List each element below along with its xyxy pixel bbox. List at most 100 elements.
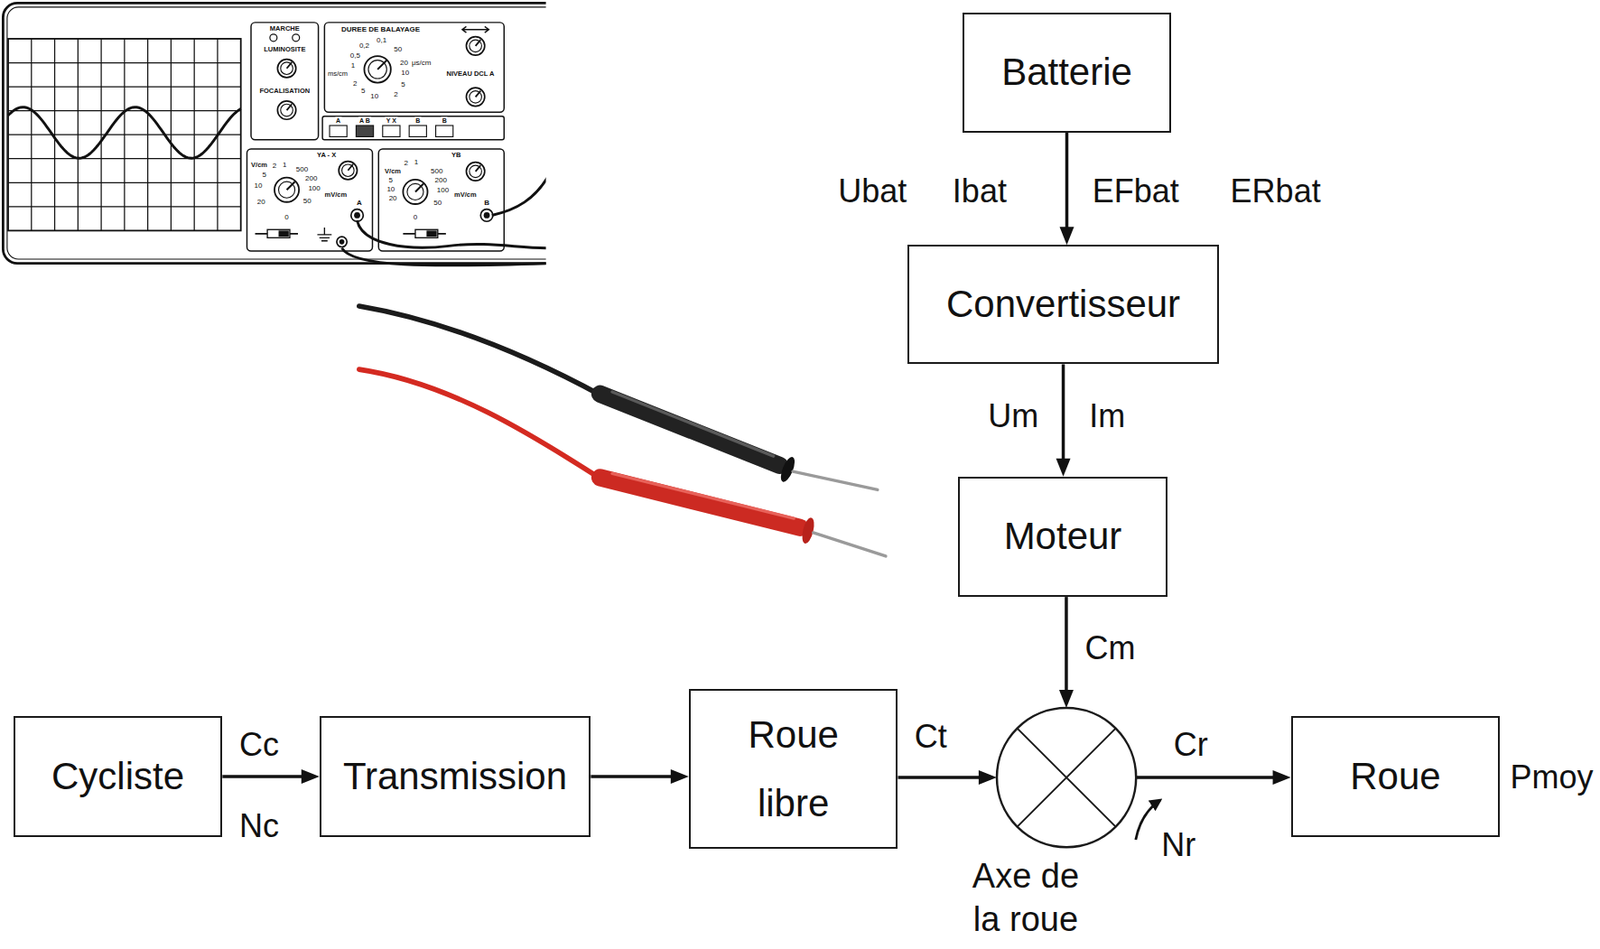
panel-marking: 500 [430, 167, 443, 176]
connector-line [222, 774, 305, 779]
panel-marking: 10 [370, 93, 379, 101]
oscilloscope [287, 62, 293, 69]
oscilloscope [8, 38, 242, 231]
connector-line [590, 774, 675, 779]
oscilloscope [469, 39, 483, 53]
panel-marking: LUMINOSITE [263, 46, 306, 55]
oscilloscope [483, 212, 491, 219]
oscilloscope [246, 148, 373, 252]
summing-circle [995, 706, 1138, 849]
signal-label: ERbat [1230, 175, 1321, 208]
connector-arrow [897, 770, 996, 785]
oscilloscope [378, 148, 504, 252]
arrowhead [978, 770, 997, 785]
oscilloscope [287, 103, 293, 111]
oscilloscope [280, 103, 294, 117]
connector-arrow [222, 769, 319, 784]
oscilloscope [409, 125, 427, 137]
panel-marking: μs/cm [411, 59, 432, 67]
oscilloscope [357, 220, 547, 249]
oscilloscope [339, 239, 345, 245]
oscilloscope [465, 162, 484, 181]
panel-marking: 100 [307, 185, 320, 193]
oscilloscope [274, 177, 299, 203]
oscilloscope [336, 236, 347, 247]
panel-marking: 2 [272, 162, 277, 170]
oscilloscope [277, 101, 296, 120]
panel-marking: A [356, 199, 363, 207]
arrowhead [1273, 770, 1292, 785]
test-probes [600, 393, 781, 466]
panel-marking: 1 [414, 158, 419, 167]
test-probes [800, 516, 817, 545]
oscilloscope [2, 2, 546, 263]
test-probes [813, 532, 886, 557]
signal-label: Cc [239, 728, 280, 762]
panel-marking: 0 [284, 213, 289, 222]
panel-marking: 50 [303, 197, 312, 205]
panel-marking: Y X [385, 117, 398, 124]
signal-label: Cr [1173, 728, 1209, 762]
process-box: Cycliste [13, 716, 224, 837]
test-probes [359, 306, 603, 396]
signal-label: Pmoy [1510, 761, 1594, 794]
panel-marking: B [441, 117, 448, 124]
test-probes [612, 473, 794, 519]
panel-marking: ms/cm [327, 71, 348, 79]
panel-marking: 200 [435, 176, 447, 185]
panel-marking: 20 [389, 195, 398, 203]
test-probes [359, 306, 886, 557]
panel-marking: YA - X [316, 151, 336, 159]
panel-marking: 50 [433, 199, 442, 207]
panel-marking: 20 [257, 198, 266, 206]
signal-label: Ibat [952, 175, 1007, 208]
panel-marking: 2 [353, 80, 357, 88]
oscilloscope [280, 62, 294, 75]
panel-marking: 10 [400, 69, 410, 77]
panel-marking: DUREE DE BALAYAGE [341, 26, 420, 34]
process-box: Batterie [962, 12, 1173, 133]
oscilloscope [7, 7, 547, 260]
box-label: Convertisseur [946, 281, 1181, 327]
oscilloscope [267, 229, 290, 238]
oscilloscope [415, 183, 424, 192]
connector-line [1135, 775, 1277, 780]
panel-marking: 200 [305, 175, 317, 183]
oscilloscope [8, 107, 242, 159]
box-label: Transmission [343, 753, 568, 800]
oscilloscope [347, 164, 354, 171]
oscilloscope [377, 60, 387, 70]
summing-junction: Axe de la roue [995, 706, 1138, 849]
oscilloscope [475, 39, 482, 47]
signal-label: Um [987, 400, 1039, 433]
connector-line [1065, 132, 1070, 231]
connector-line [1064, 596, 1069, 694]
oscilloscope [342, 164, 355, 177]
oscilloscope [436, 125, 454, 137]
connector-arrow [1060, 132, 1075, 245]
oscilloscope [269, 34, 278, 42]
test-probes [612, 391, 774, 456]
oscilloscope [316, 227, 332, 242]
panel-marking: 2 [393, 91, 398, 99]
node-caption: Axe de la roue [964, 854, 1087, 941]
oscilloscope [353, 212, 361, 219]
panel-marking: YB [451, 151, 461, 159]
oscilloscope [2, 2, 546, 266]
panel-marking: 0,5 [350, 52, 361, 60]
oscilloscope [382, 125, 400, 137]
oscilloscope [292, 34, 300, 42]
oscilloscope [492, 171, 547, 216]
panel-marking: A B [358, 117, 372, 124]
panel-marking: MARCHE [269, 25, 300, 33]
oscilloscope [469, 91, 483, 104]
panel-marking: A [334, 117, 342, 124]
test-probes [359, 369, 603, 480]
panel-marking: 10 [253, 182, 262, 190]
arrowhead [301, 769, 320, 784]
signal-label: Ct [914, 720, 948, 754]
connector-line [897, 775, 982, 780]
panel-marking: 1 [351, 62, 355, 70]
oscilloscope [351, 209, 364, 223]
